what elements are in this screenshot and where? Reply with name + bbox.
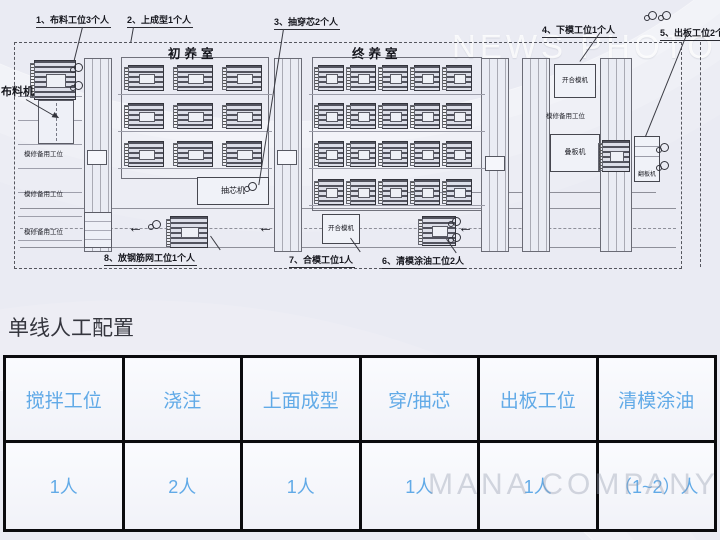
mold-opener-machine: 开合模机 — [322, 214, 360, 244]
curing-rack — [346, 141, 376, 167]
cell-mold-clean-oil-count: （1~2）人 — [595, 440, 717, 532]
curing-rack — [314, 103, 344, 129]
curing-rack — [173, 103, 213, 129]
cell-board-output-count: 1人 — [477, 440, 599, 532]
curing-rack — [314, 179, 344, 205]
worker-symbol — [244, 182, 257, 192]
curing-rack — [124, 65, 164, 91]
flow-arrow-left-icon: ← — [128, 219, 143, 236]
board-stacker-machine: 叠板机 — [550, 134, 600, 172]
worker-symbol — [656, 143, 669, 153]
curing-rack — [410, 141, 440, 167]
spare-station-label: 模修备用工位 — [24, 229, 63, 236]
curing-rack — [410, 179, 440, 205]
callout-3-core-pulling: 3、抽穿芯2个人 — [274, 15, 341, 30]
curing-rack — [346, 65, 376, 91]
curing-rack — [124, 141, 164, 167]
curing-rack — [314, 65, 344, 91]
flow-arrow-left-icon: ← — [458, 219, 473, 236]
callout-7-mold-closing: 7、合模工位1人 — [289, 253, 356, 268]
col-header-pouring: 浇注 — [121, 355, 243, 443]
ferry-cart-box — [87, 150, 107, 165]
curing-rack — [378, 179, 408, 205]
curing-rack — [346, 103, 376, 129]
worker-symbol — [448, 233, 461, 243]
curing-rack — [410, 65, 440, 91]
curing-rack — [378, 103, 408, 129]
ferry-cart — [84, 212, 112, 248]
curing-rack — [442, 65, 472, 91]
transfer-track-column — [522, 58, 550, 252]
cell-pouring-count: 2人 — [121, 440, 243, 532]
curing-rack — [410, 103, 440, 129]
conveyor-line — [380, 192, 656, 193]
final-curing-room — [309, 57, 485, 212]
spare-station-label: 模修备用工位 — [24, 151, 63, 158]
curing-rack — [222, 103, 262, 129]
table-value-row: 1人 2人 1人 1人 1人 （1~2）人 — [3, 440, 717, 532]
board-flipper-machine: 翻板机 — [634, 136, 660, 182]
flow-arrow-left-icon: ← — [258, 219, 273, 236]
col-header-mold-clean-oil: 清模涂油 — [595, 355, 717, 443]
layout-boundary-line-right — [700, 42, 701, 267]
production-line-layout-diagram: NEWS PHOTO 布料机 模修备用工位 模修备用工位 模修备用工位 — [0, 0, 720, 303]
ferry-cart-box — [485, 156, 505, 171]
mesh-placing-cart — [166, 216, 208, 248]
curing-rack — [442, 103, 472, 129]
callout-5-board-output: 5、出板工位2个人 — [660, 26, 720, 41]
fabric-distributor-label: 布料机 — [1, 86, 34, 98]
curing-rack — [598, 140, 630, 172]
section-title: 单线人工配置 — [8, 317, 134, 340]
curing-rack — [222, 141, 262, 167]
cell-core-insert-pull-count: 1人 — [358, 440, 480, 532]
worker-symbol — [70, 81, 83, 91]
spare-station-label: 模修备用工位 — [24, 191, 63, 198]
col-header-board-output: 出板工位 — [477, 355, 599, 443]
curing-rack — [30, 60, 76, 100]
initial-curing-room-racks — [122, 58, 268, 174]
curing-rack — [442, 179, 472, 205]
initial-curing-room — [118, 57, 272, 179]
cell-mixing-station-count: 1人 — [3, 440, 125, 532]
initial-curing-room-label: 初养室 — [168, 47, 218, 61]
curing-rack — [346, 179, 376, 205]
final-curing-room-label: 终养室 — [352, 47, 402, 61]
cell-top-forming-count: 1人 — [240, 440, 362, 532]
worker-symbol — [148, 220, 161, 230]
curing-rack — [378, 65, 408, 91]
labor-config-table: 搅拌工位 浇注 上面成型 穿/抽芯 出板工位 清模涂油 1人 2人 1人 1人 … — [3, 355, 717, 532]
curing-rack — [378, 141, 408, 167]
worker-symbol — [658, 11, 671, 21]
curing-rack — [222, 65, 262, 91]
callout-4-demold-station: 4、下模工位1个人 — [542, 23, 618, 38]
worker-symbol — [656, 161, 669, 171]
core-puller-machine: 抽芯机 — [197, 177, 269, 205]
layout-dashed-boundary — [14, 42, 682, 269]
curing-rack — [124, 103, 164, 129]
ferry-cart-box — [277, 150, 297, 165]
fabric-distributor-machine — [38, 100, 74, 144]
callout-leader-line — [130, 26, 134, 43]
table-header-row: 搅拌工位 浇注 上面成型 穿/抽芯 出板工位 清模涂油 — [3, 355, 717, 443]
callout-8-mesh-placing: 8、放钢筋网工位1个人 — [104, 251, 198, 266]
transfer-track-column — [481, 58, 509, 252]
return-lane-line — [20, 247, 676, 248]
callout-2-top-forming: 2、上成型1个人 — [127, 13, 194, 28]
worker-symbol — [644, 11, 657, 21]
callout-6-mold-cleaning: 6、清模涂油工位2人 — [382, 254, 467, 269]
col-header-core-insert-pull: 穿/抽芯 — [358, 355, 480, 443]
curing-rack — [442, 141, 472, 167]
curing-rack — [173, 141, 213, 167]
spare-station-label: 模修备用工位 — [546, 113, 585, 120]
worker-symbol — [448, 217, 461, 227]
col-header-top-forming: 上面成型 — [240, 355, 362, 443]
mold-opener-machine: 开合模机 — [554, 64, 596, 98]
final-curing-room-racks — [313, 58, 481, 212]
callout-1-distribution-station: 1、布料工位3个人 — [36, 13, 112, 28]
curing-rack — [314, 141, 344, 167]
curing-rack — [173, 65, 213, 91]
col-header-mixing-station: 搅拌工位 — [3, 355, 125, 443]
worker-symbol — [70, 63, 83, 73]
